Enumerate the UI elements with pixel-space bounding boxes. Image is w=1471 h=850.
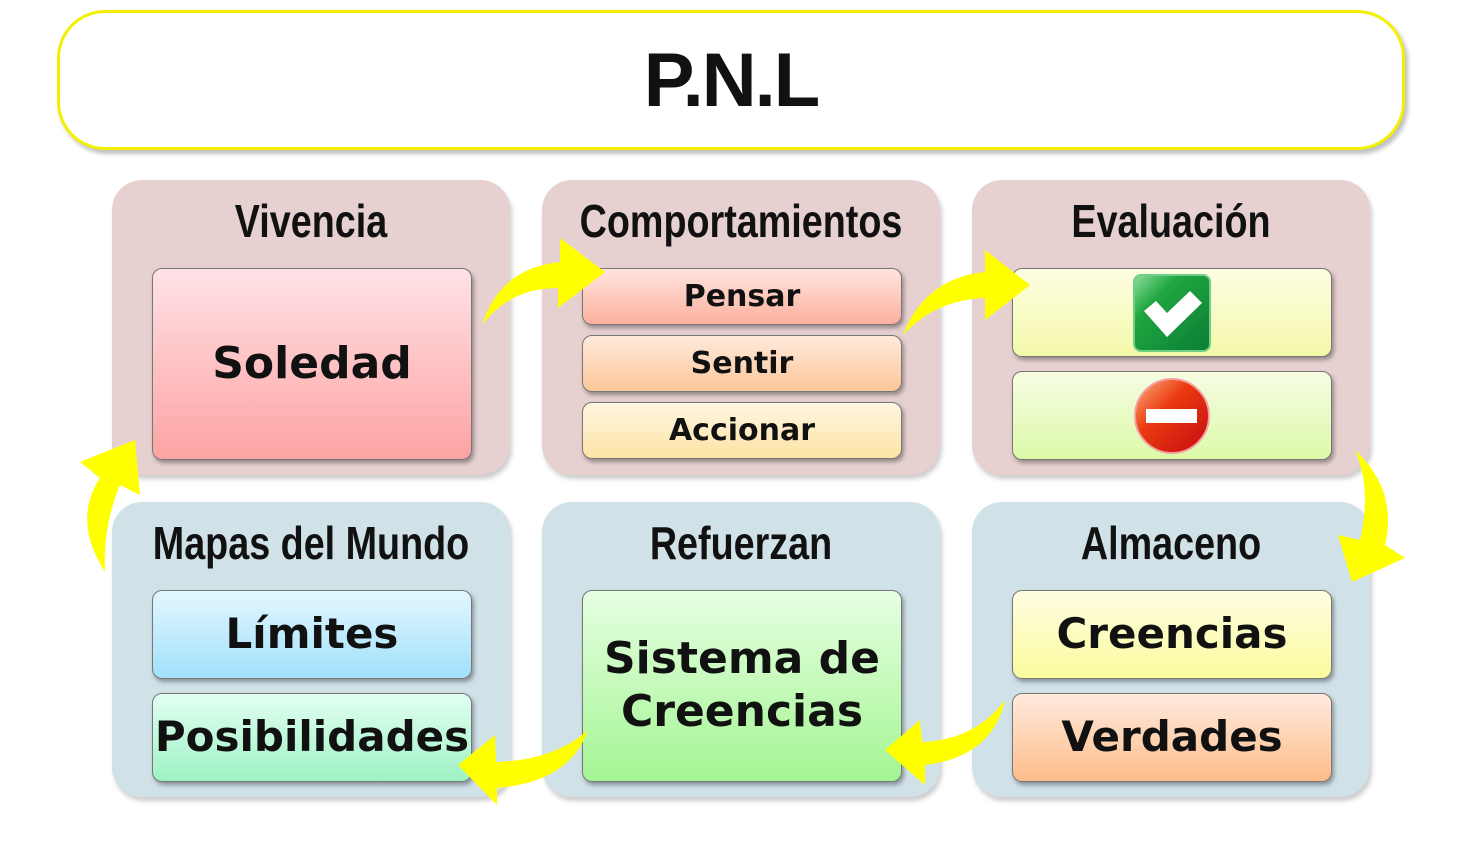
no-entry-icon <box>1134 377 1210 454</box>
box-approve <box>1012 268 1332 357</box>
panel-title: Vivencia <box>234 195 388 247</box>
box-verdades: Verdades <box>1012 693 1332 782</box>
page-title: P.N.L <box>57 10 1405 150</box>
box-pensar: Pensar <box>582 268 902 325</box>
panel-title: Refuerzan <box>649 517 833 569</box>
panel-comportamientos: Comportamientos Pensar Sentir Accionar <box>542 180 940 475</box>
box-creencias: Creencias <box>1012 590 1332 679</box>
panel-almaceno: Almaceno Creencias Verdades <box>972 502 1370 797</box>
box-posibilidades: Posibilidades <box>152 693 472 782</box>
panel-title: Evaluación <box>1071 195 1271 247</box>
panel-title: Mapas del Mundo <box>152 517 470 569</box>
box-accionar: Accionar <box>582 402 902 459</box>
box-soledad: Soledad <box>152 268 472 460</box>
panel-refuerzan: Refuerzan Sistema de Creencias <box>542 502 940 797</box>
panel-vivencia: Vivencia Soledad <box>112 180 510 475</box>
panel-title: Almaceno <box>1080 517 1262 569</box>
box-sistema-de-creencias: Sistema de Creencias <box>582 590 902 782</box>
box-limites: Límites <box>152 590 472 679</box>
box-sentir: Sentir <box>582 335 902 392</box>
panel-mapas-del-mundo: Mapas del Mundo Límites Posibilidades <box>112 502 510 797</box>
panel-evaluacion: Evaluación <box>972 180 1370 475</box>
box-reject <box>1012 371 1332 460</box>
check-icon <box>1133 273 1211 352</box>
panel-title: Comportamientos <box>579 195 903 247</box>
